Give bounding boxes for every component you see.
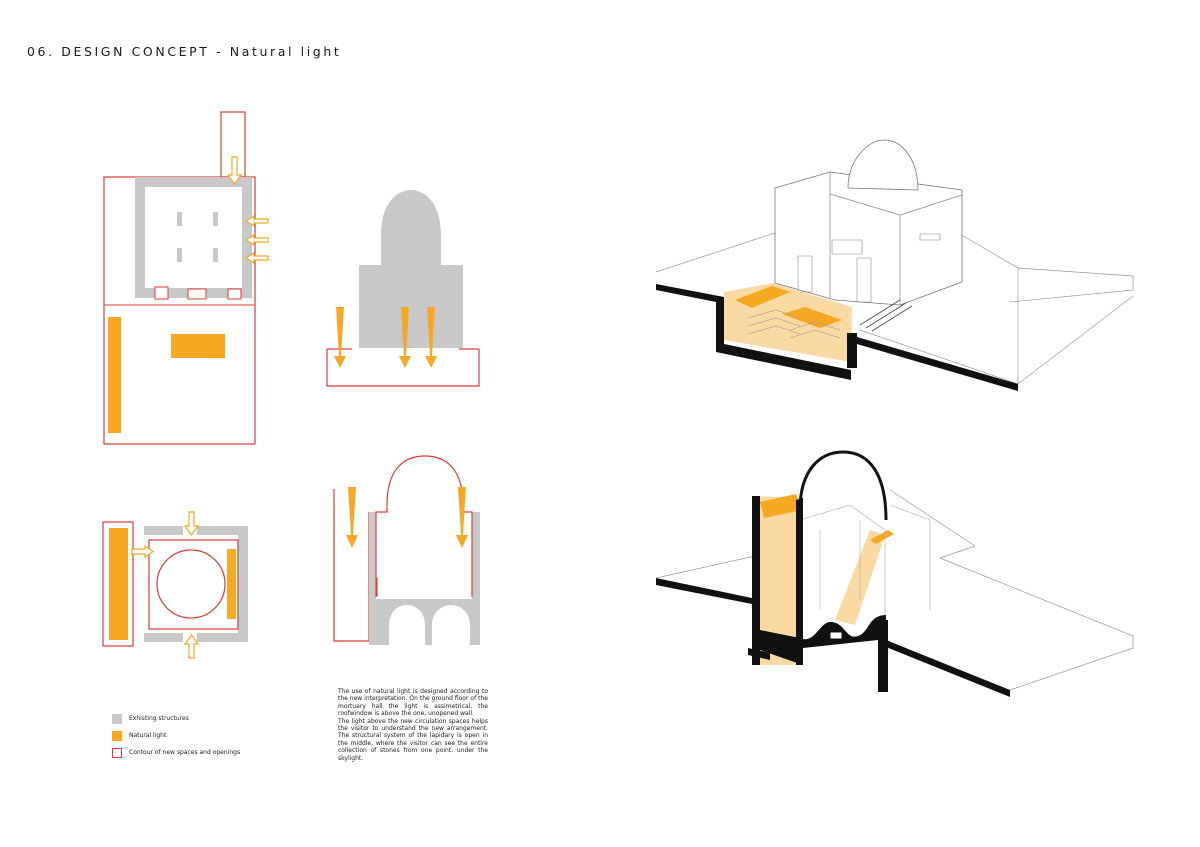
legend: Exhisting structures Natural light Conto… (112, 710, 240, 761)
legend-swatch-light (112, 730, 122, 741)
light-arrow-icon (226, 156, 243, 186)
legend-label: Natural light (129, 732, 167, 739)
existing-structure (472, 512, 480, 602)
existing-walls (144, 526, 183, 642)
section-cut (656, 284, 851, 380)
new-opening (154, 286, 169, 300)
lit-interior (752, 496, 800, 665)
existing-walls (197, 526, 248, 642)
column (213, 248, 218, 262)
concept-description: The use of natural light is designed acc… (338, 688, 488, 762)
existing-structure (359, 190, 463, 348)
page-title: 06. DESIGN CONCEPT - Natural light (27, 44, 342, 59)
axonometric-lapidary (655, 450, 1134, 697)
legend-item-natural-light: Natural light (112, 727, 240, 744)
existing-structure (369, 512, 480, 645)
new-space-contour (375, 455, 473, 597)
skylight (735, 286, 790, 308)
new-space-contour (148, 539, 239, 630)
column (213, 212, 218, 226)
light-arrow-icon (334, 307, 346, 368)
existing-walls (135, 177, 252, 298)
description-paragraph: The use of natural light is designed acc… (338, 688, 488, 718)
column (177, 248, 182, 262)
dome (847, 139, 919, 191)
light-arrow-icon (244, 251, 269, 265)
skylight (171, 334, 225, 358)
dome-section (798, 450, 888, 521)
lapidary-plan (102, 511, 248, 659)
light-arrow-icon (399, 307, 411, 368)
description-paragraph: The light above the new circulation spac… (338, 717, 488, 762)
light-arrow-icon (425, 307, 437, 368)
legend-item-existing: Exhisting structures (112, 710, 240, 727)
light-arrow-icon (346, 487, 358, 548)
column (177, 212, 182, 226)
skylight (227, 549, 236, 619)
lapidary-section (333, 455, 480, 645)
legend-swatch-existing (112, 713, 122, 724)
legend-item-contour: Contour of new spaces and openings (112, 744, 240, 761)
light-arrow-icon (131, 544, 155, 559)
light-arrow-icon (244, 214, 269, 228)
legend-label: Exhisting structures (129, 715, 189, 722)
skylight (760, 494, 802, 518)
skylight-strip (109, 528, 128, 640)
mortuary-hall-section (326, 190, 480, 387)
mortuary-building (774, 171, 963, 306)
new-space-contour (326, 349, 480, 387)
new-opening (227, 288, 242, 300)
new-opening (187, 288, 207, 300)
dome-opening-contour (156, 549, 226, 619)
skylight (870, 530, 894, 544)
light-arrow-icon (183, 633, 200, 659)
section-cut (752, 496, 760, 665)
light-arrow-icon (183, 511, 200, 537)
axonometric-ground-floor (655, 139, 1134, 391)
ground-floor-plan (103, 111, 269, 445)
new-space-contour (102, 521, 134, 647)
light-arrow-icon (456, 487, 468, 548)
legend-label: Contour of new spaces and openings (129, 749, 241, 756)
legend-swatch-contour (112, 747, 122, 758)
skylight-strip (108, 317, 121, 433)
light-arrow-icon (244, 233, 269, 247)
skylight (782, 307, 842, 328)
